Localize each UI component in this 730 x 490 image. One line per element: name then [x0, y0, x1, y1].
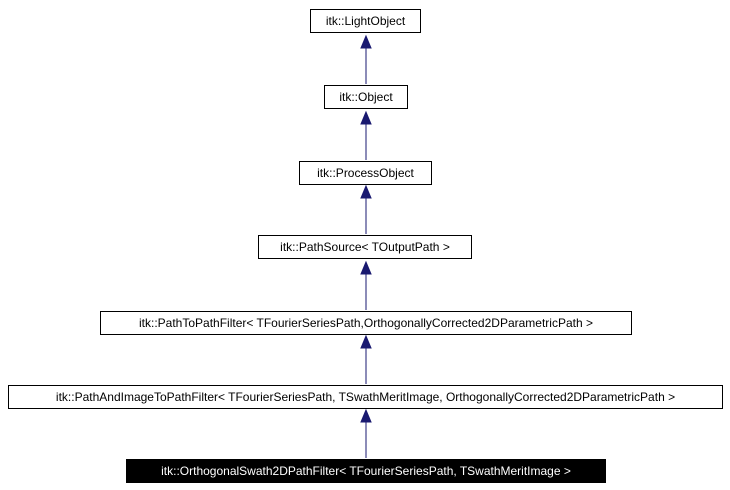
node-itk-orthogonal-swath-2d-path-filter: itk::OrthogonalSwath2DPathFilter< TFouri…: [126, 459, 606, 483]
node-itk-process-object[interactable]: itk::ProcessObject: [299, 161, 432, 185]
node-itk-object[interactable]: itk::Object: [324, 85, 408, 109]
edge-object-to-light-object: [360, 34, 372, 84]
edge-path-and-image-to-path-filter-to-path-to-path-filter: [360, 334, 372, 384]
node-itk-light-object[interactable]: itk::LightObject: [310, 9, 421, 33]
edge-path-to-path-filter-to-path-source: [360, 260, 372, 310]
node-itk-path-and-image-to-path-filter[interactable]: itk::PathAndImageToPathFilter< TFourierS…: [8, 385, 723, 409]
edge-path-source-to-process-object: [360, 184, 372, 234]
node-itk-path-to-path-filter[interactable]: itk::PathToPathFilter< TFourierSeriesPat…: [100, 311, 632, 335]
edge-orthogonal-swath-filter-to-path-and-image-to-path-filter: [360, 408, 372, 458]
node-itk-path-source[interactable]: itk::PathSource< TOutputPath >: [258, 235, 472, 259]
edge-process-object-to-object: [360, 110, 372, 160]
